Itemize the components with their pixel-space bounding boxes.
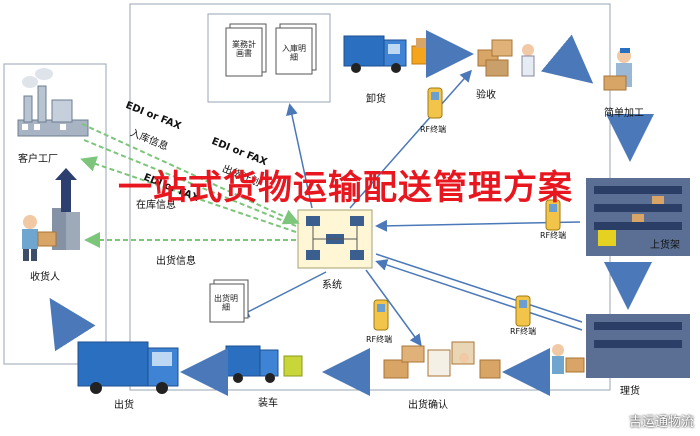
rf-terminal-label: RF终端 bbox=[366, 335, 393, 344]
rf-terminal-label: RF终端 bbox=[540, 231, 567, 240]
rf-terminal-icon bbox=[373, 299, 389, 331]
ship-truck-icon bbox=[77, 341, 179, 394]
shelve-label: 上货架 bbox=[650, 240, 680, 251]
arrow-receiver-to-factory bbox=[55, 168, 77, 212]
shelve-rack-icon bbox=[586, 178, 690, 256]
documents-frame bbox=[207, 13, 331, 103]
load-truck-icon bbox=[225, 345, 303, 383]
ship-info-label: 出货信息 bbox=[156, 256, 196, 267]
receiver-label: 收货人 bbox=[30, 272, 60, 283]
rf-terminal-label: RF终端 bbox=[510, 327, 537, 336]
receiver-person-icon bbox=[22, 208, 80, 261]
watermark: 吉运通物流 bbox=[628, 415, 694, 430]
ship-confirm-icon bbox=[383, 341, 501, 379]
unload-label: 卸货 bbox=[366, 94, 386, 105]
edi-info-links bbox=[80, 123, 300, 248]
ship-label: 出货 bbox=[114, 400, 134, 411]
sort-rack-icon bbox=[552, 314, 690, 378]
customer-factory-label: 客户工厂 bbox=[18, 154, 58, 165]
arrow-inspect-to-process bbox=[540, 34, 594, 84]
business-plan-document-icon bbox=[225, 23, 267, 77]
rf-terminal-icon bbox=[545, 199, 561, 231]
sort-label: 理货 bbox=[620, 386, 640, 397]
system-network-icon bbox=[297, 209, 373, 269]
arrow-ship-to-receiver bbox=[49, 297, 96, 352]
doc-business-plan-label: 業務計画書 bbox=[232, 40, 256, 58]
doc-inbound-detail-label: 入庫明細 bbox=[282, 44, 306, 62]
stock-info-label: 在库信息 bbox=[136, 200, 176, 211]
system-label: 系统 bbox=[322, 280, 342, 291]
load-label: 装车 bbox=[258, 398, 278, 409]
page-title: 一站式货物运输配送管理方案 bbox=[118, 168, 573, 208]
ship-confirm-label: 出货确认 bbox=[408, 400, 448, 411]
inbound-detail-document-icon bbox=[275, 23, 317, 75]
doc-outbound-detail-label: 出货明細 bbox=[214, 294, 238, 312]
rf-terminal-label: RF终端 bbox=[420, 125, 447, 134]
inspect-label: 验收 bbox=[476, 90, 496, 101]
process-worker-icon bbox=[603, 48, 632, 91]
customer-frame bbox=[3, 63, 107, 365]
rf-terminal-icon bbox=[427, 87, 443, 119]
simple-process-label: 简单加工 bbox=[604, 108, 644, 119]
factory-icon bbox=[17, 68, 89, 137]
inspect-boxes-icon bbox=[477, 39, 535, 77]
outbound-detail-document-icon bbox=[209, 279, 249, 323]
rf-terminal-icon bbox=[515, 295, 531, 327]
unload-truck-icon bbox=[343, 35, 433, 73]
